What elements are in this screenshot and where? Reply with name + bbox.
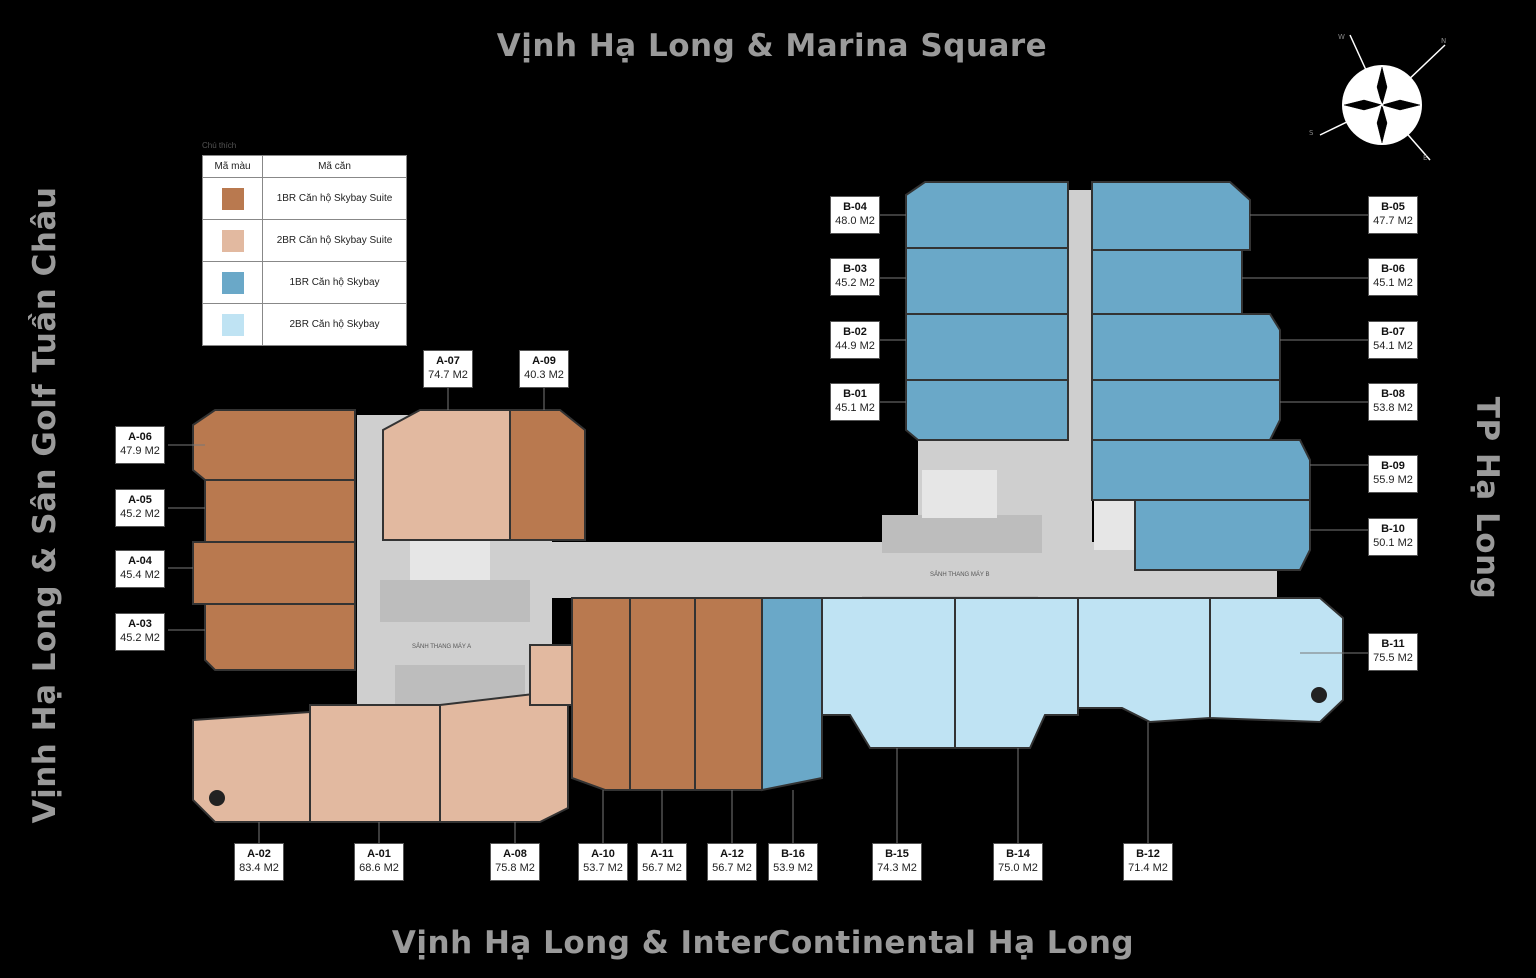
unit-block-b09 [1091,439,1311,501]
compass-e: E [1423,154,1427,162]
stair-a [410,540,490,580]
unit-block-a01 [309,704,441,823]
legend: Mã màu Mã căn 1BR Căn hộ Skybay Suite 2B… [202,155,407,346]
unit-block-a05 [204,479,356,543]
legend-row: 2BR Căn hộ Skybay Suite [203,220,406,262]
unit-block-b16 [761,597,823,792]
unit-block-b04 [905,181,1069,249]
unit-block-a12 [694,597,763,791]
unit-block-b07 [1091,313,1281,381]
legend-header-color: Mã màu [203,156,263,177]
view-title-top: Vịnh Hạ Long & Marina Square [496,28,1048,64]
unit-block-a10 [571,597,631,791]
unit-block-a11 [629,597,696,791]
unit-block-a07 [382,409,511,541]
lift-bank-b-top [882,515,1042,553]
unit-block-b05 [1091,181,1251,251]
unit-block-a09 [509,409,586,541]
compass-s: S [1309,129,1314,137]
unit-block-b12 [1077,597,1211,724]
unit-block-a02 [192,710,311,823]
lobby-label-a: SẢNH THANG MÁY A [412,644,472,650]
compass-rose-icon: W N S E [1309,33,1446,162]
view-title-bottom: Vịnh Hạ Long & InterContinental Hạ Long [391,925,1135,961]
unit-block-a08-ext [529,644,573,706]
legend-row: 2BR Căn hộ Skybay [203,304,406,345]
stair-b1 [922,470,997,518]
legend-row: 1BR Căn hộ Skybay Suite [203,178,406,220]
unit-block-b08 [1091,379,1281,441]
legend-label: 1BR Căn hộ Skybay [289,277,380,288]
legend-label: 2BR Căn hộ Skybay [289,319,380,330]
unit-block-b01 [905,379,1069,441]
unit-block-a04 [192,541,356,605]
legend-row: 1BR Căn hộ Skybay [203,262,406,304]
legend-swatch [221,187,244,210]
unit-block-b03 [905,247,1069,315]
legend-swatch [221,313,244,336]
unit-block-a06 [192,409,356,481]
legend-label: 1BR Căn hộ Skybay Suite [276,193,393,204]
unit-block-b02 [905,313,1069,381]
compass-w: W [1338,33,1345,41]
legend-caption: Chú thích [202,141,237,150]
column-b11 [1311,687,1327,703]
lift-bank-a-top [380,580,530,622]
legend-swatch [221,271,244,294]
unit-block-b11 [1209,597,1344,724]
unit-block-a08 [439,688,569,823]
legend-header: Mã màu Mã căn [203,156,406,178]
unit-block-b06 [1091,249,1243,315]
lobby-label-b: SẢNH THANG MÁY B [930,572,990,578]
legend-label: 2BR Căn hộ Skybay Suite [276,235,393,246]
unit-block-a03 [204,603,356,671]
legend-header-code: Mã căn [318,161,351,172]
unit-block-b10 [1134,499,1311,571]
legend-swatch [221,229,244,252]
unit-block-b15 [821,597,956,749]
unit-block-b14 [954,597,1079,749]
column-a02 [209,790,225,806]
compass-n: N [1441,37,1446,45]
